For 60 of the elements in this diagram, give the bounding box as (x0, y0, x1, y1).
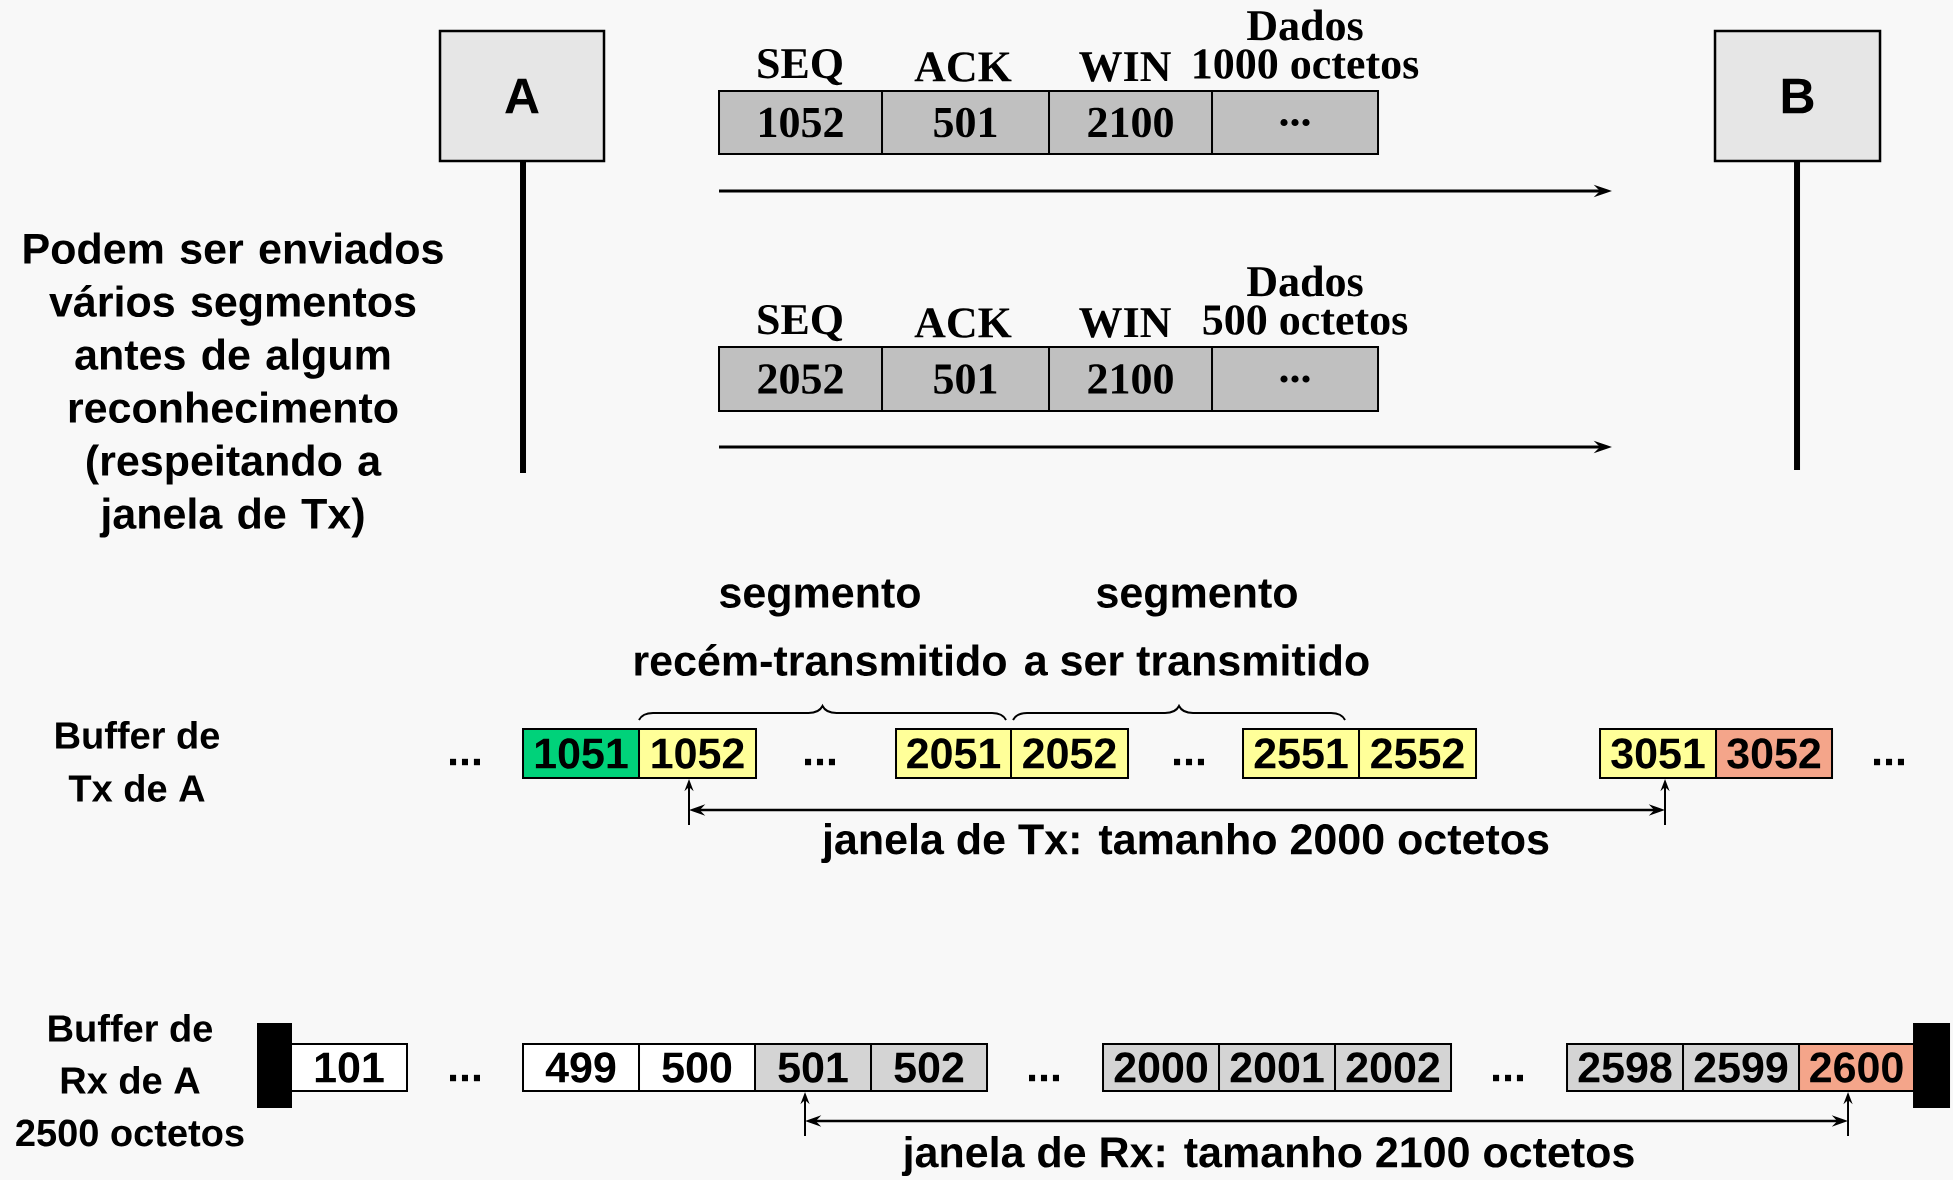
brace-label: segmento (719, 579, 920, 617)
buffer-cell: 501 (754, 1043, 872, 1092)
brace-label: recém-transmitido (635, 644, 1006, 676)
field-heading: Dados (1247, 9, 1363, 41)
buffer-label: Tx de A (68, 774, 205, 802)
field-heading: Dados (1247, 265, 1363, 297)
buffer-cell: 502 (870, 1043, 988, 1092)
buffer-cell: 3051 (1599, 728, 1717, 779)
field-heading: ACK (914, 52, 1012, 82)
header-field: 2100 (1048, 90, 1213, 155)
header-field: 1052 (718, 90, 883, 155)
buffer-label: Buffer de (56, 721, 220, 749)
field-heading: ACK (914, 308, 1012, 338)
header-field: 2100 (1048, 346, 1213, 412)
field-heading: 1000 octetos (1194, 49, 1419, 79)
ellipsis: ... (1029, 1074, 1059, 1082)
buffer-end-bar (257, 1023, 292, 1108)
field-heading: WIN (1079, 308, 1171, 338)
buffer-cell: 101 (290, 1043, 408, 1092)
buffer-cell: 1052 (638, 728, 757, 779)
window-label: janela de Tx: tamanho 2000 octetos (821, 822, 1549, 864)
ellipsis: ... (805, 758, 835, 766)
brace-label: a ser transmitido (1025, 644, 1369, 676)
buffer-cell: 2000 (1102, 1043, 1220, 1092)
buffer-cell: 2600 (1798, 1043, 1916, 1092)
window-label: janela de Rx: tamanho 2100 octetos (901, 1135, 1634, 1177)
ellipsis: ... (1874, 758, 1904, 766)
ellipsis: ... (450, 758, 480, 766)
header-field: 501 (881, 346, 1050, 412)
buffer-label: Rx de A (61, 1066, 200, 1094)
ellipsis: ... (450, 1074, 480, 1082)
field-heading: WIN (1079, 52, 1171, 82)
brace-label: segmento (1096, 579, 1297, 617)
buffer-cell: 2552 (1358, 728, 1477, 779)
buffer-cell: 499 (522, 1043, 640, 1092)
host-box: A (438, 29, 606, 163)
ellipsis: ... (1174, 758, 1204, 766)
buffer-label: 2500 octetos (16, 1119, 244, 1147)
header-field: 2052 (718, 346, 883, 412)
buffer-cell: 2599 (1682, 1043, 1800, 1092)
buffer-cell: 500 (638, 1043, 756, 1092)
buffer-cell: 2001 (1218, 1043, 1336, 1092)
header-field: ... (1211, 346, 1379, 412)
header-field: ... (1211, 90, 1379, 155)
field-heading: SEQ (758, 304, 843, 342)
buffer-cell: 3052 (1715, 728, 1834, 779)
note-text: Podem ser enviados vários segmentos antes de algum reconhecimento (respeitando a janela de Tx) (24, 232, 443, 538)
buffer-cell: 2051 (895, 728, 1012, 779)
buffer-cell: 2598 (1566, 1043, 1684, 1092)
buffer-cell: 2551 (1242, 728, 1360, 779)
buffer-cell: 2002 (1334, 1043, 1452, 1092)
ellipsis: ... (1493, 1074, 1523, 1082)
buffer-cell: 2052 (1010, 728, 1129, 779)
field-heading: SEQ (758, 48, 843, 86)
buffer-label: Buffer de (49, 1014, 213, 1042)
buffer-cell: 1051 (522, 728, 640, 779)
buffer-end-bar (1913, 1023, 1951, 1108)
field-heading: 500 octetos (1203, 305, 1408, 335)
header-field: 501 (881, 90, 1050, 155)
host-box: B (1713, 29, 1882, 163)
